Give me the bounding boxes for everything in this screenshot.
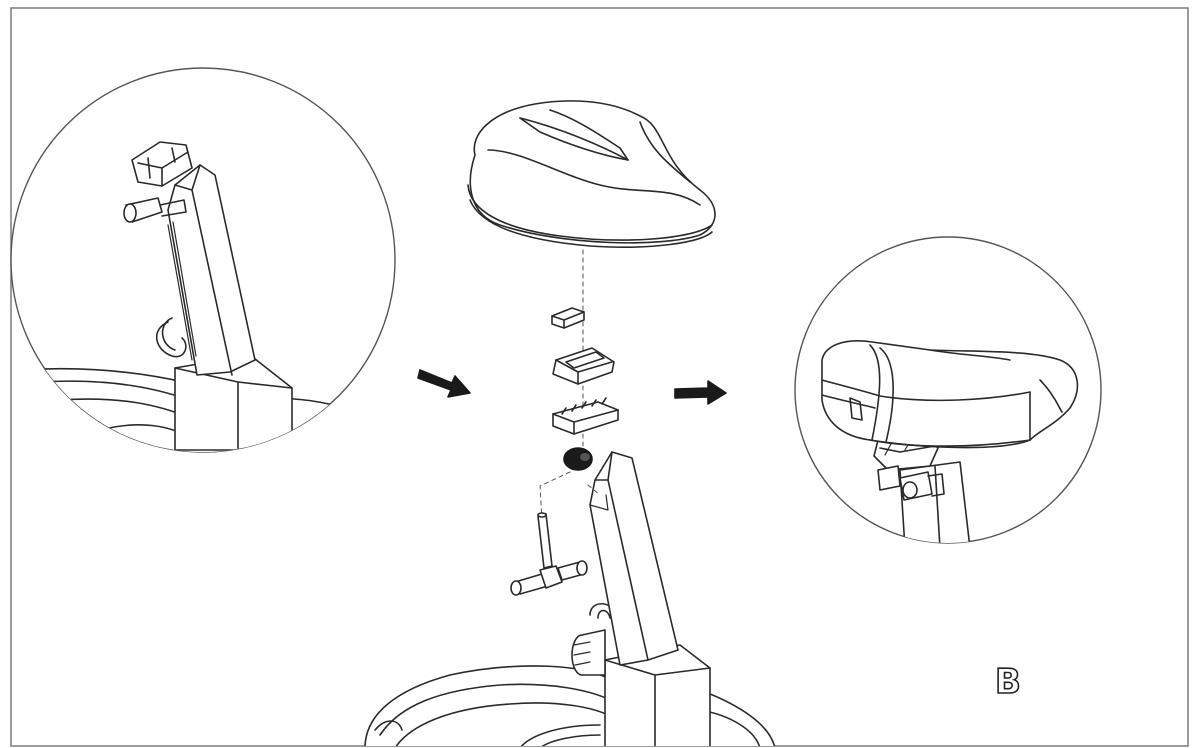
seat-post — [589, 451, 679, 666]
adjustment-knob — [571, 602, 617, 676]
detail-circle-right — [794, 236, 1102, 544]
slider-nut — [551, 307, 585, 329]
step-label: B — [994, 661, 1022, 703]
bolt — [510, 512, 588, 596]
end-cap — [563, 447, 593, 471]
arrow-icon-right — [674, 380, 727, 405]
slider-clamp-top — [552, 347, 615, 385]
detail-circle-left — [10, 67, 396, 453]
arrow-icon-left — [417, 369, 471, 398]
slider-clamp-bottom — [552, 397, 619, 435]
frame-tube — [364, 644, 776, 746]
seat — [467, 100, 716, 248]
